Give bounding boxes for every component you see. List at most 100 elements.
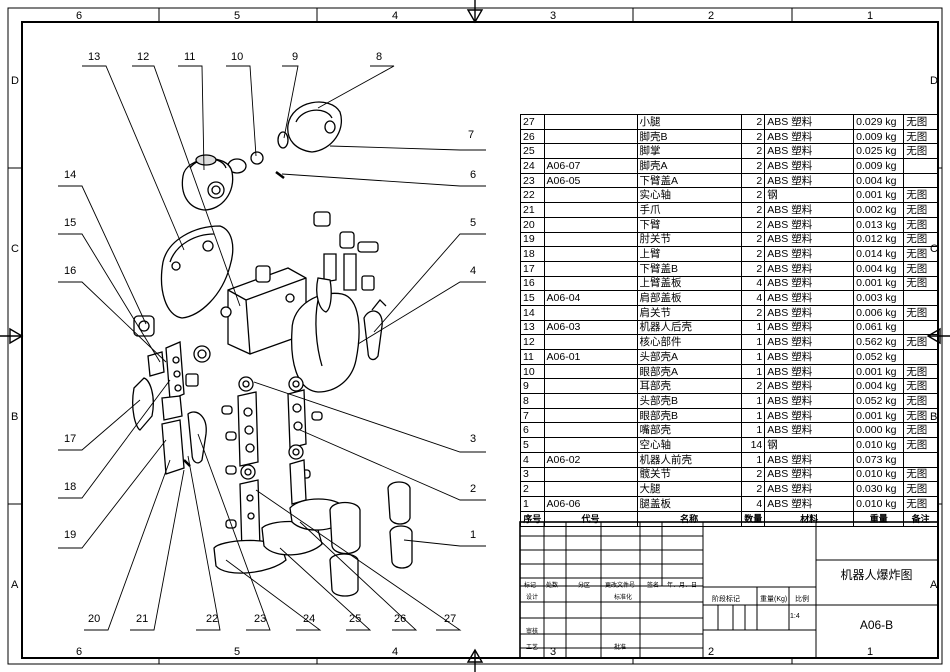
header-qty: 数量 xyxy=(740,510,766,527)
parts-list-cell-note: 无图 xyxy=(903,202,938,218)
parts-list-cell-material: 钢 xyxy=(764,187,855,204)
parts-list-cell-name: 下臂盖B xyxy=(636,260,742,277)
parts-list-cell-name: 嘴部壳 xyxy=(636,422,742,439)
tb-label-stage: 阶段标记 xyxy=(712,596,740,603)
parts-list-cell-no: 10 xyxy=(520,363,545,380)
parts-list-cell-material: ABS 塑料 xyxy=(764,334,855,350)
parts-list-cell-material: ABS 塑料 xyxy=(764,275,855,292)
parts-list-cell-no: 4 xyxy=(520,451,545,468)
parts-list-cell-material: ABS 塑料 xyxy=(764,481,855,497)
callout-3: 3 xyxy=(470,433,476,445)
parts-list-cell-weight: 0.025 kg xyxy=(853,143,905,160)
callout-6: 6 xyxy=(470,169,476,181)
parts-list-cell-qty: 2 xyxy=(740,114,766,130)
parts-list-cell-name: 肩部盖板 xyxy=(636,290,742,306)
parts-list-cell-material: ABS 塑料 xyxy=(764,393,855,409)
callout-1: 1 xyxy=(470,529,476,541)
parts-list-cell-note: 无图 xyxy=(903,437,938,453)
callout-10: 10 xyxy=(231,51,243,63)
callout-14: 14 xyxy=(64,169,76,181)
callout-16: 16 xyxy=(64,265,76,277)
parts-list-cell-code xyxy=(543,202,638,218)
parts-list-cell-name: 脚壳A xyxy=(636,158,742,174)
parts-list-cell-weight: 0.001 kg xyxy=(853,363,905,380)
parts-list-cell-note: 无图 xyxy=(903,187,938,204)
parts-list-cell-qty: 2 xyxy=(740,187,766,204)
tb-label-approve: 批准 xyxy=(614,644,627,651)
parts-list-cell-material: ABS 塑料 xyxy=(764,202,855,218)
parts-list-cell-no: 26 xyxy=(520,128,545,145)
callout-22: 22 xyxy=(206,613,218,625)
zone-col-label: 5 xyxy=(234,10,240,22)
parts-list-cell-code xyxy=(543,246,638,262)
parts-list-cell-name: 核心部件 xyxy=(636,334,742,350)
parts-list-cell-name: 大腿 xyxy=(636,481,742,497)
parts-list-cell-weight: 0.004 kg xyxy=(853,172,905,189)
parts-list-cell-code xyxy=(543,393,638,409)
tb-label-standard: 标准化 xyxy=(614,594,633,601)
zone-row-label: A xyxy=(11,579,19,591)
parts-list-cell-note: 无图 xyxy=(903,275,938,292)
callout-15: 15 xyxy=(64,217,76,229)
parts-list-cell-weight: 0.012 kg xyxy=(853,231,905,248)
parts-list-cell-code xyxy=(543,187,638,204)
parts-list-cell-weight: 0.001 kg xyxy=(853,407,905,424)
callout-5: 5 xyxy=(470,217,476,229)
parts-list-cell-note: 无图 xyxy=(903,231,938,248)
callout-4: 4 xyxy=(470,265,476,277)
zone-col-label: 6 xyxy=(76,10,82,22)
parts-list-cell-weight: 0.000 kg xyxy=(853,422,905,439)
parts-list-cell-no: 1 xyxy=(520,495,545,512)
parts-list-cell-code xyxy=(543,260,638,277)
parts-list-cell-no: 19 xyxy=(520,231,545,248)
parts-list-cell-weight: 0.002 kg xyxy=(853,202,905,218)
parts-list-cell-qty: 4 xyxy=(740,495,766,512)
leader-lines xyxy=(58,65,486,631)
parts-list-cell-name: 下臂 xyxy=(636,216,742,233)
header-name: 名称 xyxy=(636,510,742,527)
parts-list-cell-name: 肩关节 xyxy=(636,304,742,321)
parts-list-cell-material: ABS 塑料 xyxy=(764,451,855,468)
parts-list-cell-qty: 2 xyxy=(740,378,766,395)
tb-label-sign: 签名 xyxy=(647,582,660,589)
callout-18: 18 xyxy=(64,481,76,493)
parts-list-cell-code: A06-04 xyxy=(543,290,638,306)
parts-list-cell-code xyxy=(543,216,638,233)
parts-list-cell-no: 6 xyxy=(520,422,545,439)
parts-list-cell-weight: 0.562 kg xyxy=(853,334,905,350)
callout-26: 26 xyxy=(394,613,406,625)
drawing-title: 机器人爆炸图 xyxy=(840,568,913,582)
parts-list-cell-qty: 2 xyxy=(740,128,766,145)
header-no: 序号 xyxy=(520,510,545,527)
drawing-code: A06-B xyxy=(859,618,894,632)
parts-list-cell-weight: 0.013 kg xyxy=(853,216,905,233)
tb-label-scale: 比例 xyxy=(795,596,809,603)
zone-row-label: D xyxy=(11,75,19,87)
callout-7: 7 xyxy=(468,129,474,141)
parts-list-cell-note: 无图 xyxy=(903,495,938,512)
parts-list-cell-weight: 0.006 kg xyxy=(853,304,905,321)
parts-list-cell-material: ABS 塑料 xyxy=(764,422,855,439)
parts-list-cell-qty: 1 xyxy=(740,349,766,365)
parts-list-cell-note: 无图 xyxy=(903,378,938,395)
parts-list-cell-material: ABS 塑料 xyxy=(764,319,855,336)
parts-list-cell-material: ABS 塑料 xyxy=(764,466,855,483)
parts-list-cell-note: 无图 xyxy=(903,216,938,233)
parts-list-cell-weight: 0.004 kg xyxy=(853,260,905,277)
parts-list-cell-qty: 2 xyxy=(740,304,766,321)
parts-list-cell-qty: 2 xyxy=(740,216,766,233)
parts-list-cell-weight: 0.009 kg xyxy=(853,158,905,174)
callout-2: 2 xyxy=(470,483,476,495)
tb-label-change-no: 更改文件号 xyxy=(605,582,636,589)
parts-list-cell-code xyxy=(543,128,638,145)
parts-list-cell-material: ABS 塑料 xyxy=(764,407,855,424)
callout-17: 17 xyxy=(64,433,76,445)
